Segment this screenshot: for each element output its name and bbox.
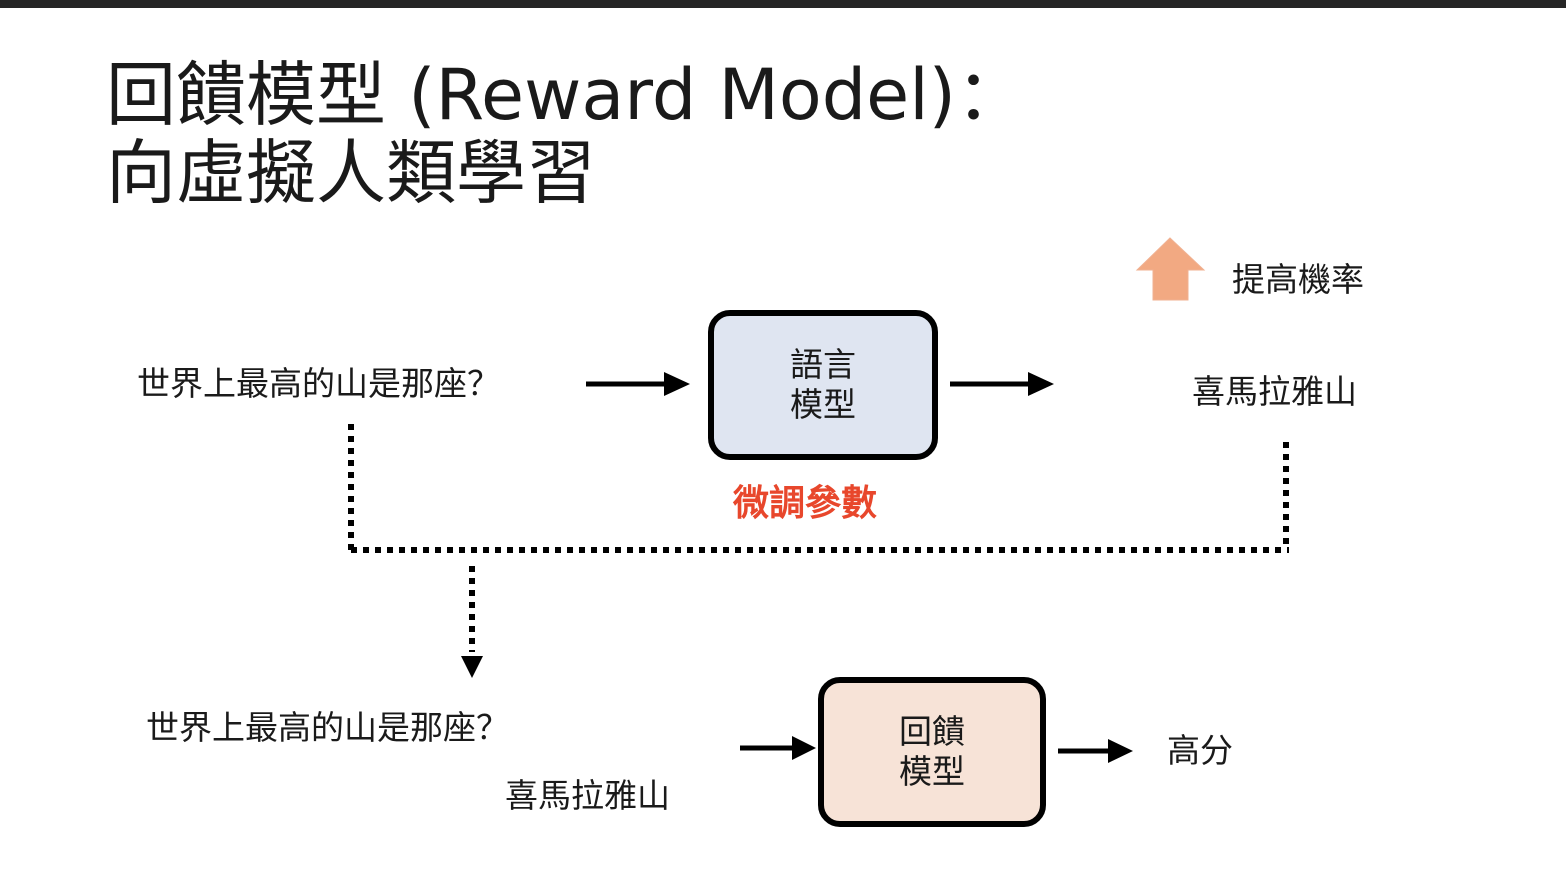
top-bar xyxy=(0,0,1566,8)
bottom-question: 世界上最高的山是那座？ xyxy=(146,708,509,747)
arrowhead-rm-to-score xyxy=(1108,739,1133,763)
legend-label: 提高機率 xyxy=(1232,260,1364,299)
title-line-1: 回饋模型 (Reward Model)： xyxy=(106,54,1026,136)
language-model-label-2: 模型 xyxy=(790,385,856,424)
reward-model-label-2: 模型 xyxy=(899,752,965,791)
score-output: 高分 xyxy=(1167,731,1233,770)
reward-model-label-1: 回饋 xyxy=(899,712,965,751)
arrowhead-question-to-lm xyxy=(664,372,690,396)
bottom-answer: 喜馬拉雅山 xyxy=(505,776,670,815)
slide-title: 回饋模型 (Reward Model)： 向虛擬人類學習 xyxy=(106,56,1026,212)
language-model-label-1: 語言 xyxy=(790,345,856,384)
title-line-2: 向虛擬人類學習 xyxy=(106,132,596,214)
reward-model-box: 回饋 模型 xyxy=(818,677,1046,827)
finetune-label: 微調參數 xyxy=(733,483,878,524)
top-answer: 喜馬拉雅山 xyxy=(1192,372,1357,411)
top-question: 世界上最高的山是那座？ xyxy=(137,364,500,403)
arrowhead-inputs-to-rm xyxy=(792,736,816,760)
arrowhead-dotted-down xyxy=(461,656,483,678)
arrowhead-lm-to-answer xyxy=(1028,372,1054,396)
language-model-box: 語言 模型 xyxy=(708,310,938,460)
up-arrow-icon xyxy=(1135,237,1206,301)
